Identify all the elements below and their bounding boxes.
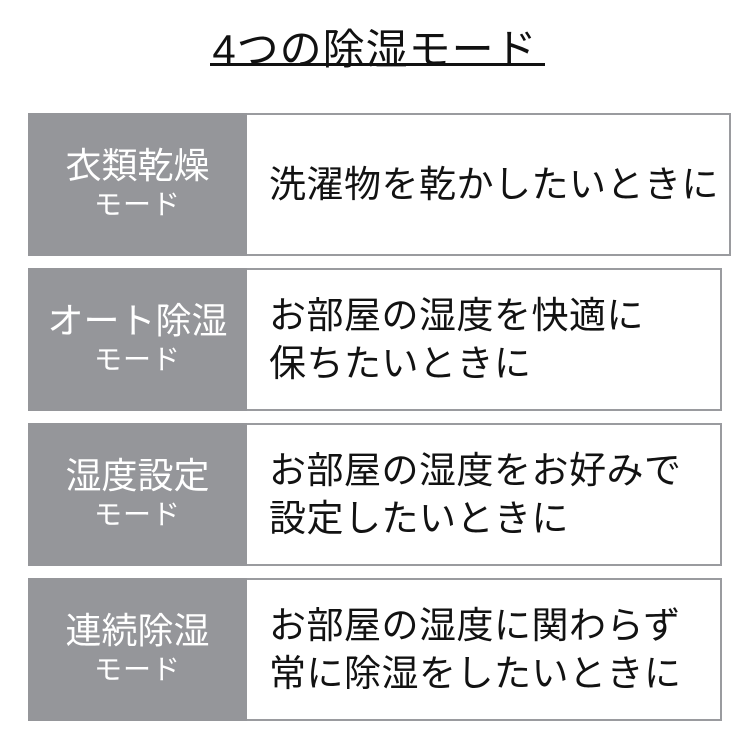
mode-label-sub: モード [93,498,181,530]
mode-row: 連続除湿 モード お部屋の湿度に関わらず 常に除湿をしたいときに [28,578,722,721]
mode-label-sub: モード [93,343,181,375]
title-underline-rule [210,63,545,66]
page-title: 4つの除湿モード [212,26,538,73]
mode-list: 衣類乾燥 モード 洗濯物を乾かしたいときに オート除湿 モード お部屋の湿度を快… [28,113,731,721]
mode-description-line: 洗濯物を乾かしたいときに [269,163,719,205]
mode-description-line: お部屋の湿度をお好みで [269,449,682,491]
mode-row: オート除湿 モード お部屋の湿度を快適に 保ちたいときに [28,268,722,411]
page-title-block: 4つの除湿モード [0,24,750,76]
mode-label-cell: オート除湿 モード [28,268,247,411]
mode-label-main: オート除湿 [47,299,228,341]
mode-description-cell: お部屋の湿度をお好みで 設定したいときに [245,423,722,566]
mode-label-sub: モード [93,188,181,220]
mode-label-cell: 衣類乾燥 モード [28,113,247,256]
mode-description-cell: 洗濯物を乾かしたいときに [245,113,731,256]
mode-description-cell: お部屋の湿度に関わらず 常に除湿をしたいときに [245,578,722,721]
mode-description-line: お部屋の湿度を快適に [269,294,644,336]
mode-label-cell: 湿度設定 モード [28,423,247,566]
mode-row: 湿度設定 モード お部屋の湿度をお好みで 設定したいときに [28,423,722,566]
mode-label-cell: 連続除湿 モード [28,578,247,721]
mode-description-cell: お部屋の湿度を快適に 保ちたいときに [245,268,722,411]
mode-description-line: 設定したいときに [269,497,569,539]
mode-label-main: 衣類乾燥 [65,144,210,186]
mode-label-sub: モード [93,653,181,685]
mode-description-line: お部屋の湿度に関わらず [269,604,681,646]
mode-label-main: 連続除湿 [65,609,210,651]
mode-label-main: 湿度設定 [65,454,210,496]
mode-description-line: 保ちたいときに [269,342,532,384]
mode-row: 衣類乾燥 モード 洗濯物を乾かしたいときに [28,113,731,256]
mode-description-line: 常に除湿をしたいときに [269,652,682,694]
